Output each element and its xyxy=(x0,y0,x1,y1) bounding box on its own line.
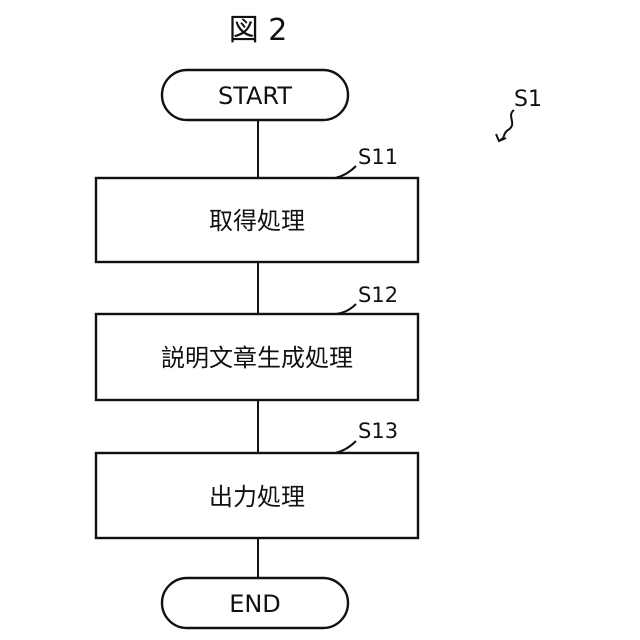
start-label: START xyxy=(218,82,292,110)
end-label: END xyxy=(229,590,281,618)
step-s13-label: 出力処理 xyxy=(209,483,305,511)
flow-ref-leader xyxy=(500,110,514,140)
step-s13-leader xyxy=(335,441,356,453)
step-s12-leader xyxy=(335,304,356,314)
flow-ref-label: S1 xyxy=(514,87,542,112)
step-s13-id: S13 xyxy=(358,419,398,443)
figure-title: 図 2 xyxy=(229,13,288,48)
step-s12-id: S12 xyxy=(358,283,398,307)
step-s11-leader xyxy=(335,166,356,178)
step-s11-id: S11 xyxy=(358,145,398,169)
step-s11-label: 取得処理 xyxy=(209,207,305,235)
step-s12-label: 説明文章生成処理 xyxy=(161,344,353,372)
